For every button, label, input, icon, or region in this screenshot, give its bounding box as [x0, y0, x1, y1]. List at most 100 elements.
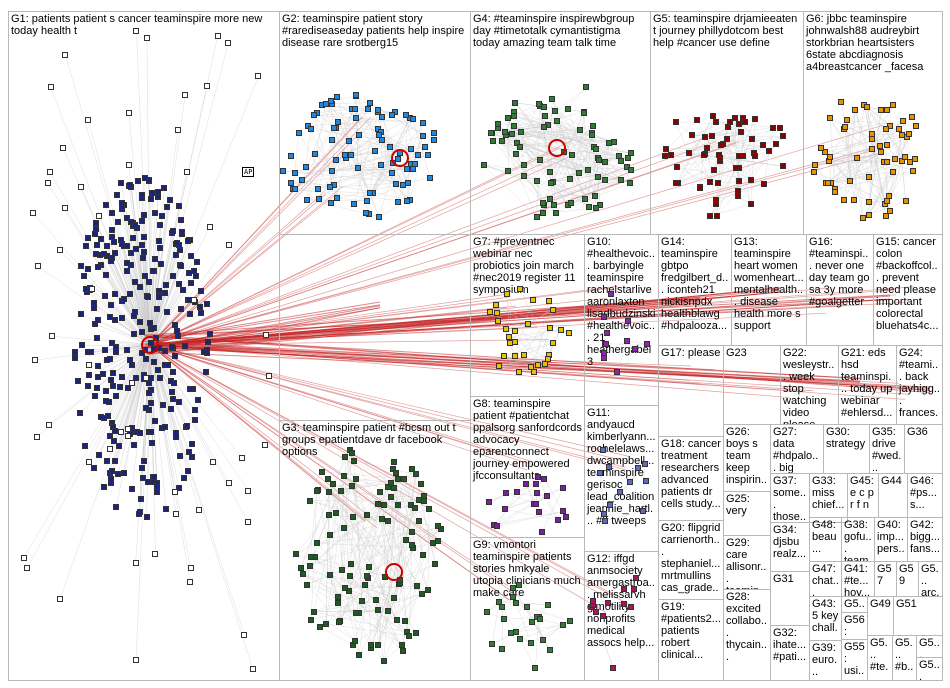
- edge: [395, 123, 424, 185]
- network-node: [154, 480, 161, 487]
- group-label-g51: G51: [896, 598, 917, 610]
- network-node: [125, 433, 132, 440]
- edge: [294, 167, 358, 174]
- network-node: [412, 630, 419, 637]
- network-node: [162, 289, 169, 296]
- network-node: [155, 293, 162, 300]
- network-node: [44, 180, 51, 187]
- network-node: [545, 298, 552, 304]
- network-node: [107, 313, 114, 320]
- group-panel-g27: G27: data #hdpalo... big: [770, 424, 824, 474]
- edge: [333, 154, 429, 185]
- network-node: [244, 518, 251, 525]
- network-node: [209, 459, 216, 466]
- network-node: [168, 378, 175, 385]
- network-node: [480, 162, 487, 169]
- network-node: [375, 607, 382, 614]
- network-node: [182, 342, 189, 349]
- network-node: [575, 169, 582, 176]
- edge: [583, 113, 588, 170]
- network-node: [512, 599, 519, 606]
- group-label-g7: G7: #preventnec webinar nec probiotics j…: [473, 236, 579, 296]
- network-node: [334, 94, 341, 101]
- group-label-g34: G34: djsbu realz...: [773, 524, 807, 560]
- network-node: [200, 348, 207, 355]
- network-node: [547, 168, 554, 175]
- edge: [149, 344, 626, 468]
- network-node: [105, 413, 112, 420]
- network-node: [628, 166, 635, 173]
- network-node: [375, 501, 382, 508]
- network-node: [78, 342, 85, 349]
- group-panel-g33: G33: miss chief...: [809, 473, 848, 523]
- edge: [149, 186, 343, 346]
- network-node: [155, 366, 161, 373]
- network-node: [732, 164, 739, 171]
- edge: [377, 610, 404, 652]
- edge: [366, 474, 417, 577]
- edge: [886, 160, 902, 217]
- group-panel-g22: G22: wesleystr... week stop watching vid…: [780, 345, 839, 425]
- network-node: [255, 73, 262, 80]
- edge: [830, 182, 891, 212]
- network-node: [180, 474, 187, 481]
- network-node: [127, 250, 134, 257]
- network-node: [520, 172, 527, 179]
- edge: [296, 553, 343, 571]
- edge: [864, 104, 887, 217]
- edge: [149, 193, 323, 346]
- edge: [149, 245, 230, 346]
- group-label-g46: G46: #ps... s...: [910, 475, 940, 511]
- group-label-g38: G38: gofu... team... hope...: [844, 519, 872, 562]
- network-node: [139, 465, 145, 472]
- edge: [317, 108, 355, 114]
- edge: [149, 344, 607, 613]
- edge: [306, 108, 355, 200]
- network-node: [353, 91, 360, 98]
- edge: [519, 147, 589, 208]
- group-label-g42: G42: bigg... fans...: [910, 519, 943, 555]
- edge: [413, 542, 433, 548]
- group-label-g50: G5... arc...: [921, 563, 940, 597]
- group-panel-g31: G31: [770, 571, 810, 626]
- network-node: [111, 428, 118, 435]
- edge: [320, 563, 436, 628]
- group-label-g17: G17: please: [661, 347, 721, 359]
- network-node: [394, 502, 401, 509]
- network-node: [147, 320, 154, 327]
- network-node: [45, 421, 52, 428]
- edge: [307, 584, 356, 642]
- group-label-g52: G5...: [844, 598, 865, 612]
- edge: [543, 154, 572, 203]
- network-node: [604, 330, 611, 337]
- edge: [829, 134, 873, 157]
- network-node: [141, 234, 148, 241]
- network-node: [412, 160, 419, 167]
- network-node: [633, 575, 640, 582]
- edge: [504, 111, 585, 133]
- network-node: [540, 199, 547, 206]
- network-node: [158, 213, 165, 220]
- network-node: [328, 97, 335, 104]
- network-node: [501, 352, 508, 359]
- network-node: [169, 272, 176, 279]
- edge: [508, 170, 556, 213]
- network-node: [132, 559, 139, 566]
- network-node: [306, 563, 313, 570]
- network-node: [365, 563, 372, 570]
- edge: [111, 344, 151, 471]
- network-node: [735, 178, 742, 185]
- edge: [325, 103, 359, 135]
- network-node: [688, 132, 695, 139]
- group-label-g33: G33: miss chief...: [812, 475, 845, 511]
- network-node: [56, 247, 63, 254]
- network-node: [93, 384, 100, 391]
- network-node: [299, 177, 306, 184]
- edge: [149, 125, 883, 346]
- network-node: [191, 296, 198, 303]
- group-panel-g41: G41: #te... hoy...: [841, 561, 875, 597]
- network-node: [544, 356, 551, 363]
- network-node: [113, 504, 120, 511]
- edge: [512, 133, 540, 160]
- group-panel-g14: G14: teaminspire gbtpo fredgilbert_d... …: [658, 234, 732, 346]
